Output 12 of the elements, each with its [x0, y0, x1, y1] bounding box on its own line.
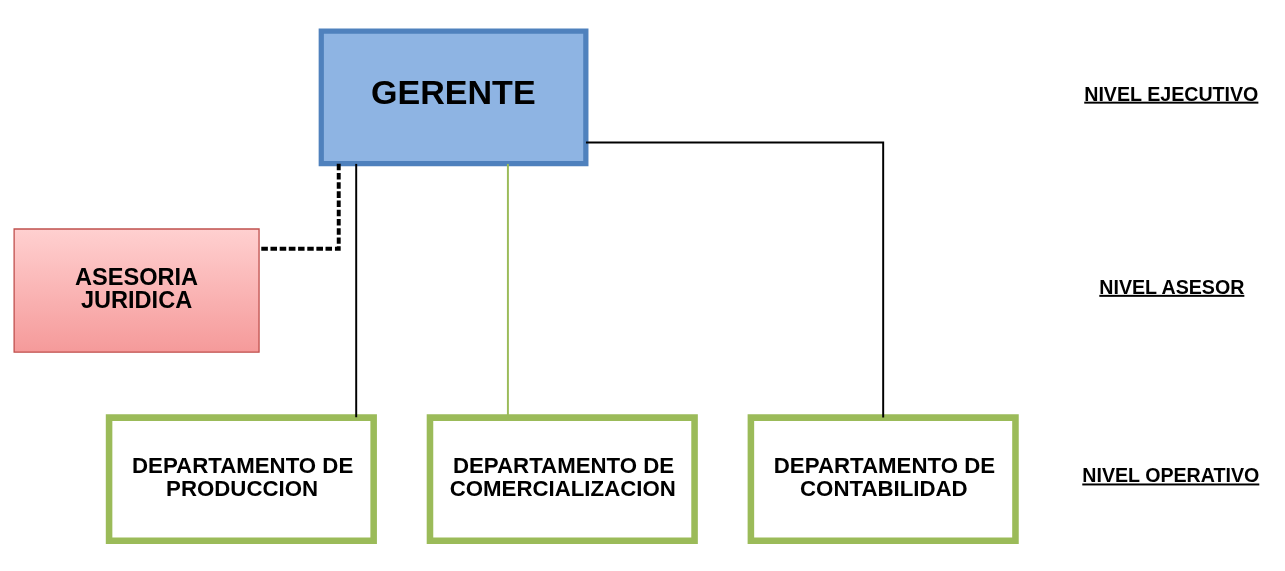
node-box: GERENTE — [318, 28, 589, 166]
node-box: DEPARTAMENTO DE COMERCIALIZACION — [426, 413, 698, 544]
label: NIVEL ASESOR — [1099, 275, 1245, 298]
connector — [506, 162, 509, 418]
node-box: DEPARTAMENTO DE PRODUCCION — [105, 413, 377, 544]
connector — [259, 163, 341, 251]
label: NIVEL EJECUTIVO — [1084, 82, 1259, 105]
label: NIVEL OPERATIVO — [1082, 463, 1260, 486]
connector — [585, 141, 885, 418]
node-box: DEPARTAMENTO DE CONTABILIDAD — [747, 413, 1019, 544]
node-box: ASESORIA JURIDICA — [13, 227, 260, 353]
connector — [355, 162, 358, 418]
